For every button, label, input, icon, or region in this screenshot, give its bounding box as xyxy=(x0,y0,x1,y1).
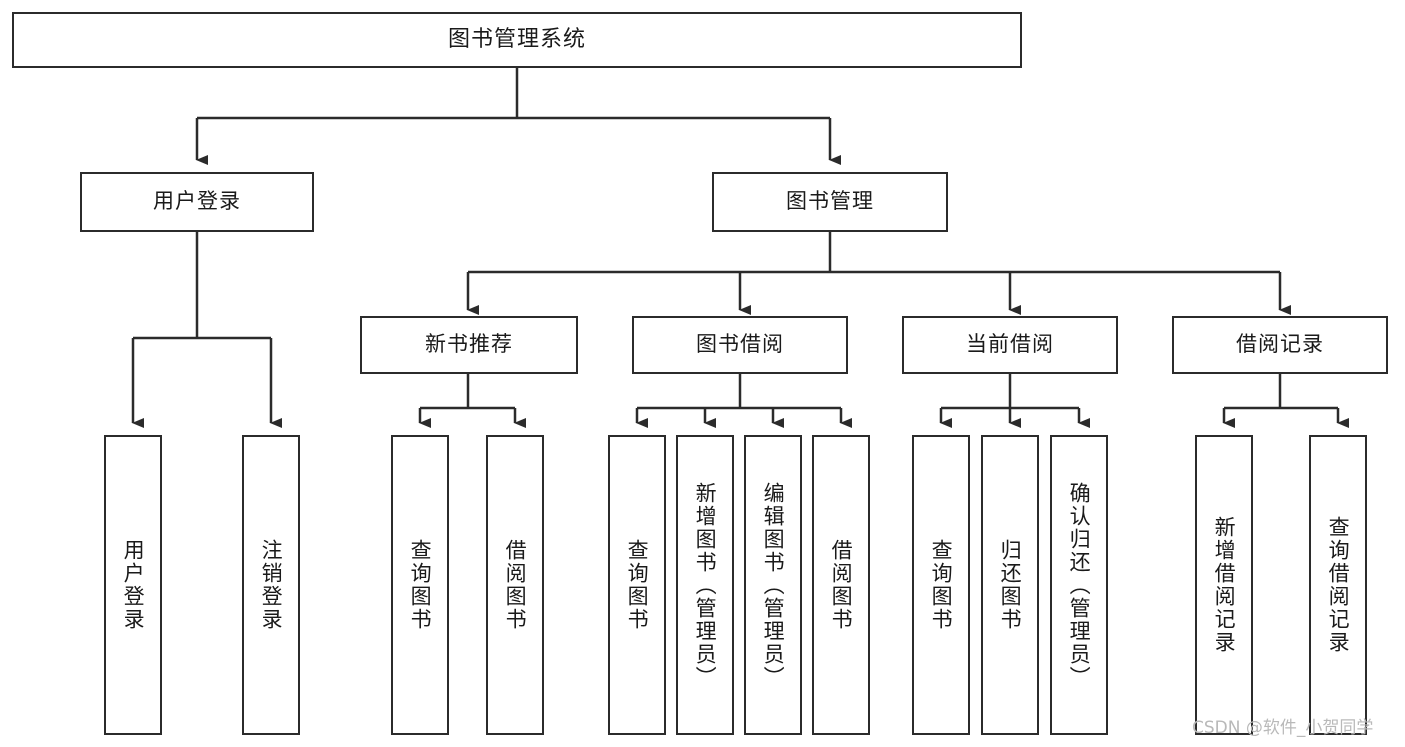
node-leaf-user-login-label: 用户登录 xyxy=(121,539,146,631)
node-user-login[interactable]: 用户登录 xyxy=(80,172,314,232)
node-leaf-record-add-borrow-record-label: 新增借阅记录 xyxy=(1212,516,1237,654)
node-current-borrow[interactable]: 当前借阅 xyxy=(902,316,1118,374)
node-root-label: 图书管理系统 xyxy=(447,26,586,52)
node-root-book-management-system[interactable]: 图书管理系统 xyxy=(12,12,1022,68)
node-leaf-current-return-book-label: 归还图书 xyxy=(998,539,1023,631)
node-leaf-current-return-book[interactable]: 归还图书 xyxy=(981,435,1039,735)
node-leaf-borrow-edit-book-admin-label: 编辑图书（管理员） xyxy=(761,481,786,689)
node-leaf-borrow-borrow-book[interactable]: 借阅图书 xyxy=(812,435,870,735)
watermark-csdn: CSDN @软件_小贺同学 xyxy=(1192,718,1374,738)
node-leaf-record-query-borrow-record[interactable]: 查询借阅记录 xyxy=(1309,435,1367,735)
node-leaf-newbook-query-book[interactable]: 查询图书 xyxy=(391,435,449,735)
node-leaf-newbook-query-book-label: 查询图书 xyxy=(408,539,433,631)
node-new-book-recommend-label: 新书推荐 xyxy=(425,332,513,357)
node-book-borrow-label: 图书借阅 xyxy=(696,332,784,357)
node-leaf-borrow-query-book[interactable]: 查询图书 xyxy=(608,435,666,735)
node-leaf-current-query-book-label: 查询图书 xyxy=(929,539,954,631)
node-leaf-newbook-borrow-book[interactable]: 借阅图书 xyxy=(486,435,544,735)
node-leaf-borrow-add-book-admin-label: 新增图书（管理员） xyxy=(693,481,718,689)
node-leaf-logout[interactable]: 注销登录 xyxy=(242,435,300,735)
node-leaf-record-query-borrow-record-label: 查询借阅记录 xyxy=(1326,516,1351,654)
node-leaf-current-confirm-return-admin[interactable]: 确认归还（管理员） xyxy=(1050,435,1108,735)
node-leaf-borrow-query-book-label: 查询图书 xyxy=(625,539,650,631)
node-leaf-current-confirm-return-admin-label: 确认归还（管理员） xyxy=(1067,481,1092,689)
node-leaf-borrow-add-book-admin[interactable]: 新增图书（管理员） xyxy=(676,435,734,735)
node-leaf-user-login[interactable]: 用户登录 xyxy=(104,435,162,735)
node-borrow-record-label: 借阅记录 xyxy=(1236,332,1324,357)
node-new-book-recommend[interactable]: 新书推荐 xyxy=(360,316,578,374)
node-leaf-logout-label: 注销登录 xyxy=(259,539,284,631)
node-leaf-borrow-borrow-book-label: 借阅图书 xyxy=(829,539,854,631)
node-book-management[interactable]: 图书管理 xyxy=(712,172,948,232)
node-borrow-record[interactable]: 借阅记录 xyxy=(1172,316,1388,374)
node-leaf-borrow-edit-book-admin[interactable]: 编辑图书（管理员） xyxy=(744,435,802,735)
node-leaf-current-query-book[interactable]: 查询图书 xyxy=(912,435,970,735)
node-leaf-record-add-borrow-record[interactable]: 新增借阅记录 xyxy=(1195,435,1253,735)
node-user-login-label: 用户登录 xyxy=(153,189,241,214)
node-book-management-label: 图书管理 xyxy=(786,189,874,214)
node-current-borrow-label: 当前借阅 xyxy=(966,332,1054,357)
node-book-borrow[interactable]: 图书借阅 xyxy=(632,316,848,374)
node-leaf-newbook-borrow-book-label: 借阅图书 xyxy=(503,539,528,631)
